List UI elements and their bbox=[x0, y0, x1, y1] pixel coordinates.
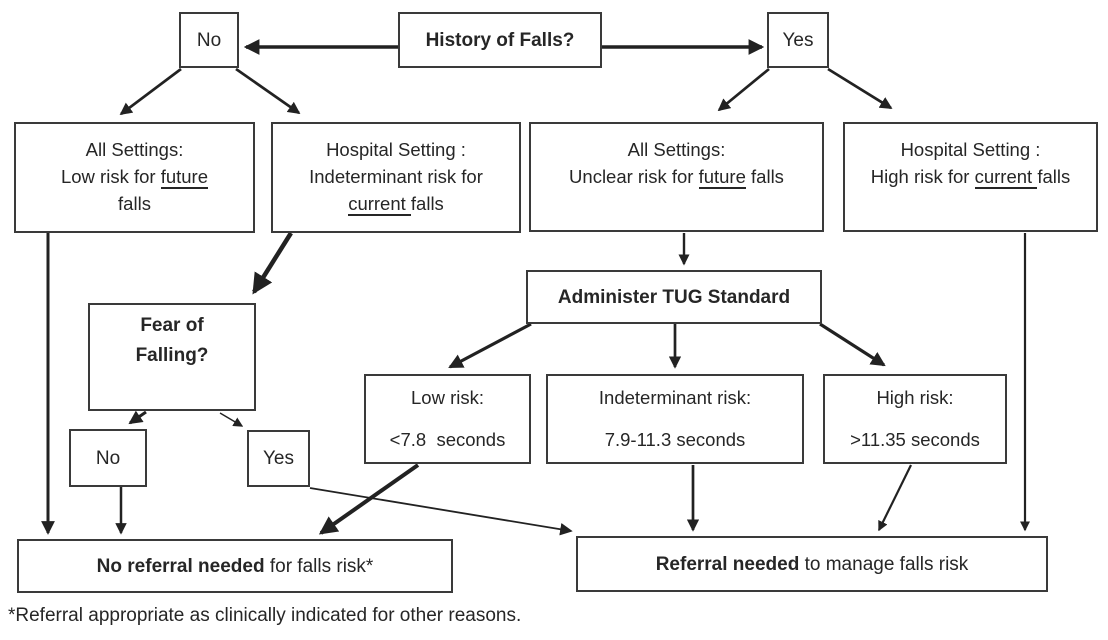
node-line: Low risk: bbox=[411, 387, 484, 408]
node-line: All Settings: bbox=[627, 139, 726, 160]
underlined-text: current bbox=[348, 193, 411, 216]
arrow-no-to-hospital-indeterminant bbox=[235, 67, 301, 115]
node-label: Yes bbox=[782, 29, 814, 51]
text-segment: falls bbox=[745, 166, 784, 187]
node-label: No bbox=[95, 447, 121, 469]
node-hospital-high-risk: Hospital Setting : High risk for current… bbox=[843, 122, 1098, 232]
node-fear-of-falling: Fear of Falling? bbox=[88, 303, 256, 411]
node-line: Indeterminant risk for bbox=[309, 166, 483, 187]
node-line: Falling? bbox=[135, 345, 209, 366]
text-segment: for falls risk* bbox=[264, 555, 374, 577]
arrow-yes-to-all-settings-unclear bbox=[717, 67, 770, 112]
node-no-referral: No referral needed for falls risk* bbox=[17, 539, 453, 593]
footnote: *Referral appropriate as clinically indi… bbox=[8, 605, 522, 626]
text-segment: Low risk for bbox=[60, 166, 161, 187]
text-segment: to manage falls risk bbox=[799, 553, 969, 575]
underlined-text: current bbox=[974, 166, 1038, 189]
node-label: Administer TUG Standard bbox=[557, 286, 791, 308]
node-line: Low risk for future bbox=[60, 163, 209, 190]
node-all-settings-low-risk: All Settings: Low risk for future falls bbox=[14, 122, 255, 233]
node-line: 7.9-11.3 seconds bbox=[604, 429, 746, 450]
node-line: Indeterminant risk: bbox=[598, 387, 752, 408]
node-line: Hospital Setting : bbox=[900, 139, 1041, 160]
node-all-settings-unclear-risk: All Settings: Unclear risk for future fa… bbox=[529, 122, 824, 232]
arrow-fear-to-yes bbox=[219, 412, 244, 427]
text-segment: High risk for bbox=[870, 166, 975, 187]
node-label: History of Falls? bbox=[425, 29, 575, 51]
node-hospital-indeterminant-risk: Hospital Setting : Indeterminant risk fo… bbox=[271, 122, 521, 233]
node-line: High risk for current falls bbox=[871, 163, 1070, 190]
node-label: No bbox=[196, 29, 222, 51]
text-segment: falls bbox=[1037, 166, 1071, 187]
node-label: Referral needed to manage falls risk bbox=[656, 551, 969, 578]
node-administer-tug: Administer TUG Standard bbox=[526, 270, 822, 324]
arrow-low-risk-to-no-referral bbox=[318, 463, 420, 535]
node-line: High risk: bbox=[876, 387, 954, 408]
node-tug-high-risk: High risk: >11.35 seconds bbox=[823, 374, 1007, 464]
node-fear-yes: Yes bbox=[247, 430, 310, 487]
node-tug-indeterminant-risk: Indeterminant risk: 7.9-11.3 seconds bbox=[546, 374, 804, 464]
node-fear-no: No bbox=[69, 429, 147, 487]
arrow-high-risk-to-referral bbox=[878, 464, 912, 532]
text-segment: falls bbox=[410, 193, 444, 214]
node-line: current falls bbox=[348, 190, 444, 217]
node-line: All Settings: bbox=[85, 139, 184, 160]
arrow-yes-to-hospital-high bbox=[827, 67, 893, 110]
text-segment: Unclear risk for bbox=[569, 166, 699, 187]
node-line: Unclear risk for future falls bbox=[569, 163, 784, 190]
arrow-hospital-indeterminant-to-fear bbox=[252, 231, 293, 295]
node-label: Yes bbox=[263, 448, 294, 469]
node-line: <7.8 seconds bbox=[389, 429, 506, 450]
underlined-text: future bbox=[160, 166, 209, 189]
node-line: Hospital Setting : bbox=[326, 139, 466, 160]
arrow-fear-yes-to-referral bbox=[309, 487, 573, 536]
arrow-tug-to-low-risk bbox=[448, 322, 532, 369]
node-line: falls bbox=[118, 193, 151, 214]
node-referral-needed: Referral needed to manage falls risk bbox=[576, 536, 1048, 592]
bold-text: Referral needed bbox=[655, 553, 800, 575]
node-label: No referral needed for falls risk* bbox=[97, 553, 374, 580]
node-line: >11.35 seconds bbox=[850, 429, 980, 450]
node-no: No bbox=[179, 12, 239, 68]
bold-text: No referral needed bbox=[96, 555, 265, 577]
arrow-fear-to-no bbox=[128, 410, 147, 425]
node-tug-low-risk: Low risk: <7.8 seconds bbox=[364, 374, 531, 464]
node-history-of-falls: History of Falls? bbox=[398, 12, 602, 68]
node-yes: Yes bbox=[767, 12, 829, 68]
underlined-text: future bbox=[698, 166, 746, 189]
node-line: Fear of bbox=[140, 315, 204, 336]
arrow-no-to-all-settings-low bbox=[119, 67, 182, 116]
arrow-tug-to-high-risk bbox=[819, 322, 886, 367]
